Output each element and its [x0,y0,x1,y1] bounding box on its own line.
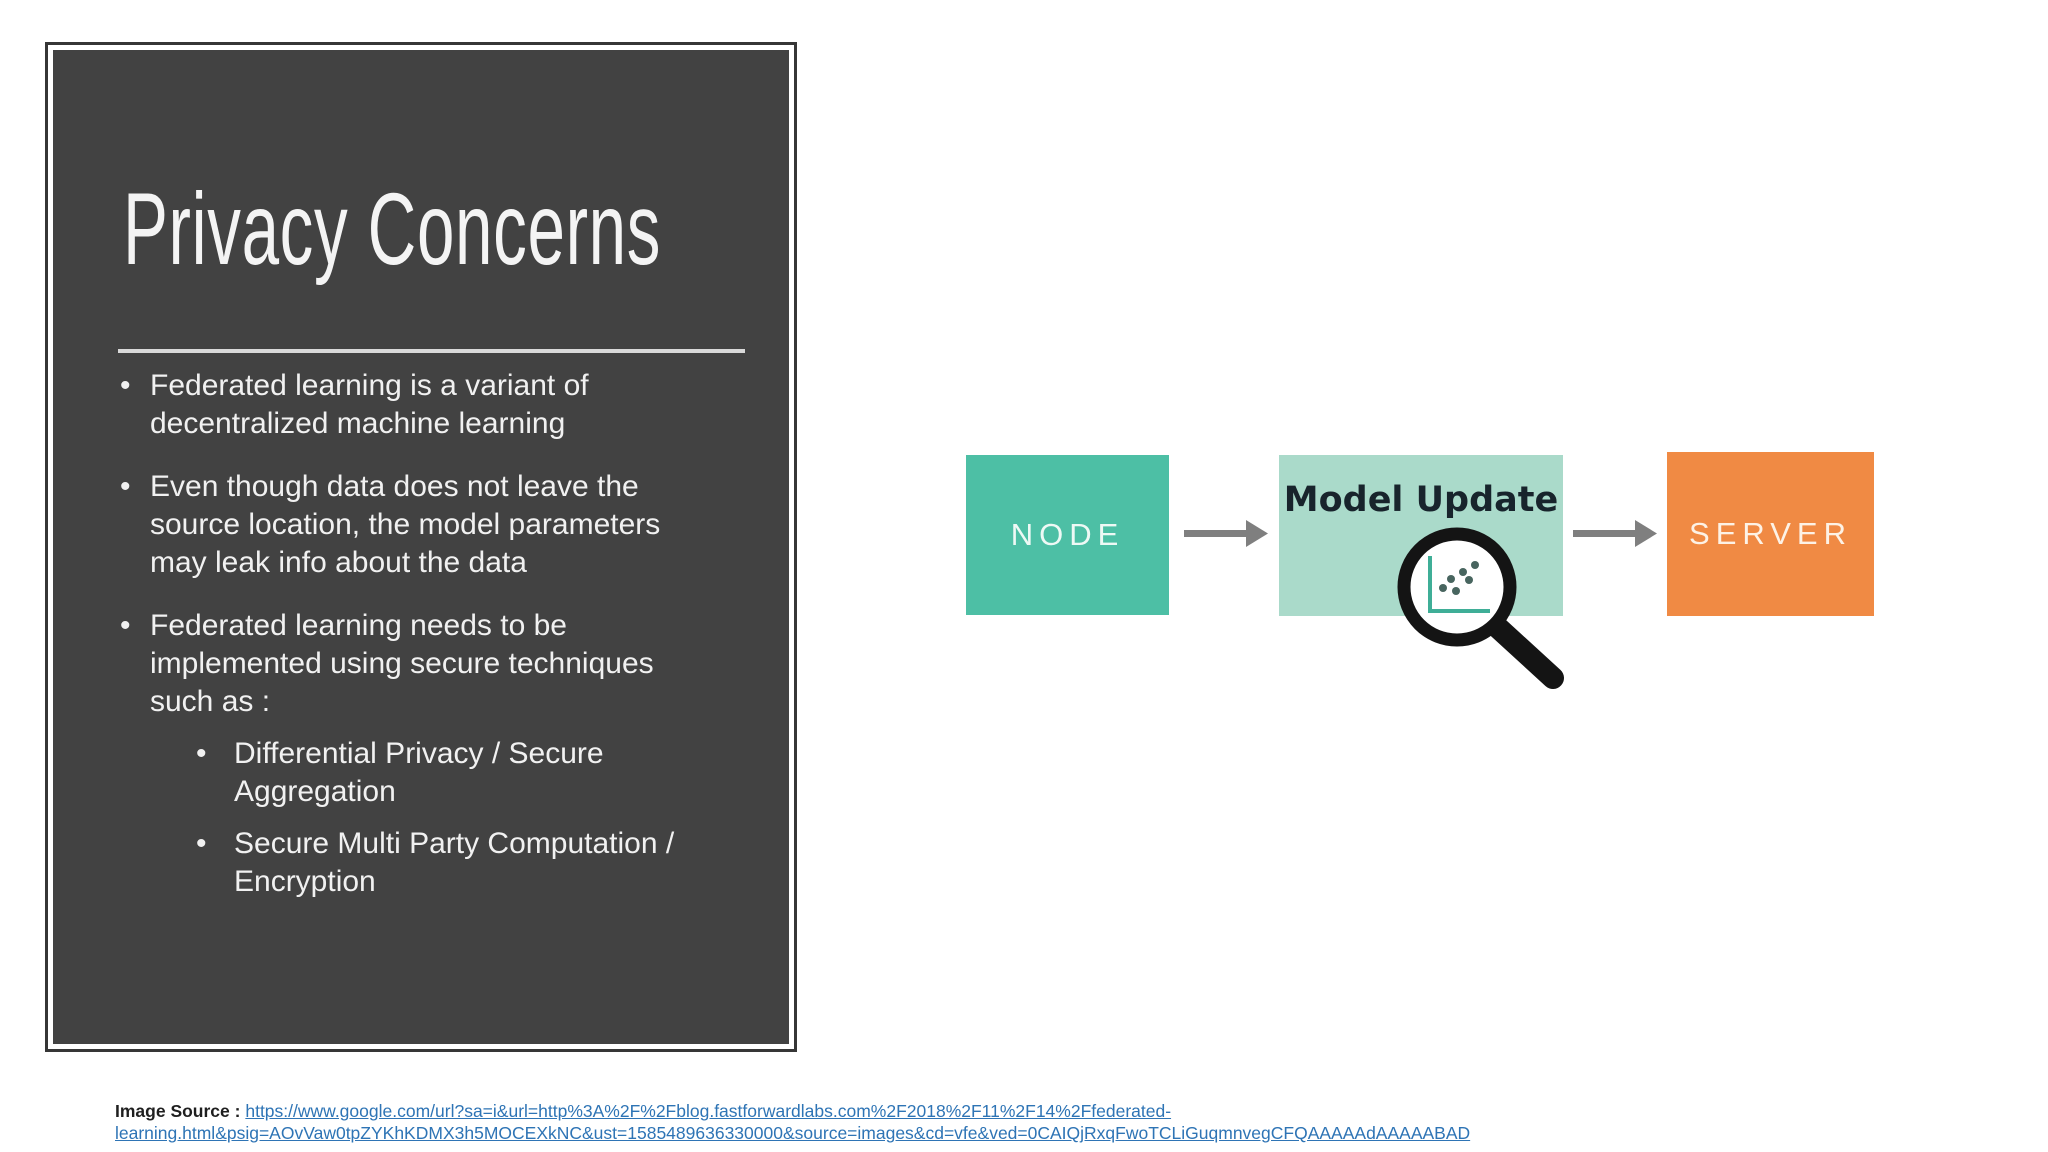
image-source-caption: Image Source : https://www.google.com/ur… [115,1100,1470,1144]
image-source-label: Image Source : [115,1101,241,1121]
list-item: • Secure Multi Party Computation /Encrypt… [53,825,789,901]
node-box: NODE [966,455,1169,615]
image-source-link[interactable]: https://www.google.com/url?sa=i&url=http… [245,1101,1172,1121]
bullet-dot: • [120,369,131,402]
slide-panel-inner: Privacy Concerns • Federated learning is … [53,50,789,1044]
image-source-link-continued[interactable]: learning.html&psig=AOvVaw0tpZYKhKDMX3h5M… [115,1123,1471,1143]
node-label: NODE [1010,517,1125,552]
server-label: SERVER [1689,516,1852,551]
image-source-line2: learning.html&psig=AOvVaw0tpZYKhKDMX3h5M… [115,1122,1470,1144]
arrow-right-icon [1184,520,1268,547]
slide-panel: Privacy Concerns • Federated learning is … [45,42,797,1052]
bullet-dot: • [196,737,207,770]
bullet-text: Secure Multi Party Computation /Encrypti… [234,827,675,898]
bullet-dot: • [196,827,207,860]
bullet-dot: • [120,609,131,642]
model-update-label: Model Update [1283,480,1559,520]
server-box: SERVER [1667,452,1874,616]
image-source-line1: Image Source : https://www.google.com/ur… [115,1100,1415,1122]
title-divider [118,349,745,353]
model-update-box: Model Update [1279,455,1563,616]
arrow-right-icon [1573,520,1657,547]
bullet-dot: • [120,470,131,503]
page-title: Privacy Concerns [123,172,662,286]
